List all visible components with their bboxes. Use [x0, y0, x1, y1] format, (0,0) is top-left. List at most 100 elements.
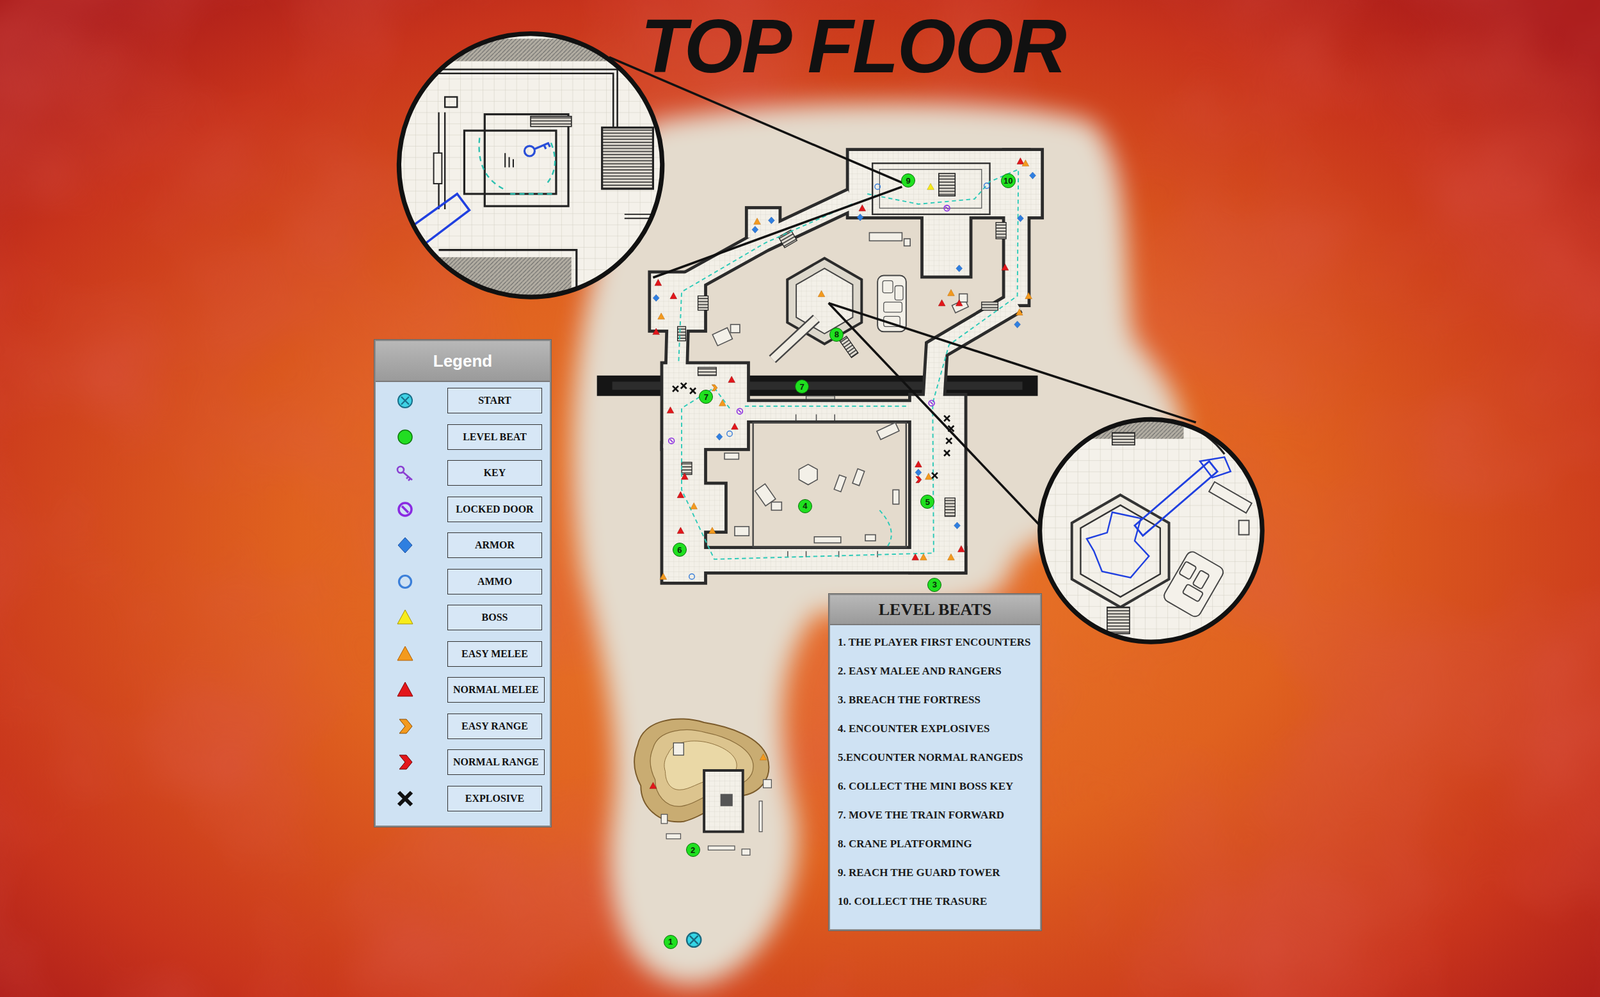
- crane-tower-part: [839, 336, 859, 358]
- legend-row: EXPLOSIVE: [375, 780, 550, 818]
- symbol-nmelee: [728, 376, 736, 383]
- symbol-lock: [929, 401, 933, 405]
- props-part: [833, 474, 847, 492]
- floor-plan-part: [981, 302, 999, 311]
- legend-panel: LegendSTARTLEVEL BEATKEY LOCKED DOOR ARMOR…: [374, 339, 552, 827]
- symbol-nmelee: [955, 299, 963, 306]
- symbol-nmelee: [958, 545, 966, 553]
- symbol-nmelee: [677, 491, 685, 498]
- symbol-emelee: [1015, 309, 1023, 316]
- zoom-callout-guard-tower-part-part: [433, 152, 443, 184]
- symbol-emelee: [817, 290, 825, 297]
- symbol-armor: [768, 216, 775, 224]
- island-ground-part: [572, 103, 1183, 985]
- symbol-nmelee: [858, 204, 866, 212]
- floor-plan-part: [681, 462, 692, 475]
- symbol-key: [397, 466, 404, 473]
- symbol-emelee: [397, 646, 413, 661]
- zoom-callout-crane-part-part-part: [1239, 520, 1250, 535]
- legend-label-box: LOCKED DOOR: [447, 496, 543, 523]
- legend-label-box: AMMO: [447, 568, 543, 595]
- symbol-armor: [1029, 172, 1037, 180]
- zoom-callout-guard-tower-part-part: [624, 214, 654, 219]
- patrol-paths-part: [681, 169, 1019, 560]
- map-marker: [731, 423, 739, 430]
- rock-island-part: [661, 779, 772, 856]
- zoom-callout-guard-tower-part-part: [464, 130, 556, 194]
- symbol-armor: [915, 469, 922, 477]
- map-marker: [709, 527, 717, 534]
- symbol-emelee: [709, 527, 717, 534]
- zoom-callout-crane-part-part: [1072, 494, 1170, 607]
- rock-island-part-part: [666, 833, 681, 840]
- zoom-callout-guard-tower-part-part: [392, 39, 669, 62]
- legend-label: NORMAL RANGE: [453, 756, 539, 768]
- legend-row: START: [375, 382, 550, 420]
- map-marker: [858, 204, 866, 212]
- start-marker-part: [689, 935, 699, 944]
- level-beat-marker: 10: [1000, 173, 1016, 189]
- rock-island-part: [673, 743, 684, 756]
- zoom-callout-guard-tower-part-part: [377, 193, 470, 268]
- zoom-callout-crane-part-part: [1080, 504, 1160, 598]
- patrol-paths-part: [744, 405, 909, 408]
- symbol-nmelee: [652, 328, 660, 335]
- symbol-nmelee: [670, 292, 678, 299]
- props-part: [712, 327, 733, 346]
- map-marker: [677, 527, 685, 534]
- map-marker: [689, 387, 696, 394]
- map-marker: [736, 408, 743, 415]
- symbol-armor: [752, 225, 759, 233]
- crane-tower-part: [772, 318, 817, 360]
- zoom-callout-guard-tower-part-part: [428, 69, 618, 189]
- symbol-key: [403, 472, 413, 481]
- map-marker: [768, 216, 775, 224]
- beat-number: 9: [905, 176, 911, 185]
- zoom-callout-guard-tower-part: [652, 186, 902, 278]
- level-beat-marker: 6: [672, 542, 687, 557]
- symbol-nrange: [915, 476, 922, 484]
- zoom-callout-guard-tower-part: [377, 20, 684, 319]
- crane-tower-part: [894, 286, 904, 301]
- map-marker: [912, 553, 920, 560]
- symbol-start: [398, 393, 413, 408]
- symbol-nmelee: [915, 460, 923, 468]
- legend-swatch: [392, 496, 418, 523]
- map-marker: [945, 437, 952, 444]
- map-marker: [915, 469, 922, 477]
- props-part: [959, 293, 968, 303]
- beat-number: 6: [677, 545, 682, 555]
- props-part: [724, 453, 739, 460]
- map-marker: [984, 183, 990, 189]
- legend-row: ARMOR: [375, 527, 550, 564]
- map-marker: [920, 553, 928, 560]
- zoom-callout-crane-part-part-part: [1161, 549, 1225, 619]
- legend-row: NORMAL MELEE: [375, 672, 550, 709]
- legend-row: KEY: [375, 455, 550, 492]
- map-marker: [690, 503, 698, 510]
- panel-body: 1. THE PLAYER FIRST ENCOUNTERS2. EASY MA…: [830, 625, 1040, 921]
- symbol-boss: [397, 609, 413, 624]
- legend-label: EASY RANGE: [461, 720, 528, 733]
- legend-label: EASY MELEE: [461, 648, 528, 660]
- map-marker: [938, 299, 946, 306]
- symbol-explosive: [672, 385, 679, 392]
- beat-description: 10. COLLECT THE TRASURE: [837, 887, 1033, 916]
- beat-number: 8: [834, 330, 840, 339]
- legend-label: NORMAL MELEE: [453, 684, 539, 696]
- symbol-armor: [716, 433, 723, 441]
- symbol-lock: [944, 205, 950, 212]
- enemy-and-pickup-markers: [649, 158, 1036, 790]
- patrol-paths-part: [879, 510, 891, 546]
- symbol-lock: [736, 408, 743, 415]
- legend-row: LEVEL BEAT: [375, 419, 550, 456]
- zoom-callout-guard-tower-part-part: [479, 137, 557, 194]
- symbol-ammo: [399, 575, 412, 588]
- level-beat-marker: 9: [901, 173, 916, 188]
- start-marker: [686, 933, 701, 948]
- panel-header: Legend: [375, 341, 550, 383]
- symbol-explosive: [931, 472, 938, 479]
- symbol-emelee: [920, 553, 928, 560]
- patrol-paths: [678, 169, 1019, 560]
